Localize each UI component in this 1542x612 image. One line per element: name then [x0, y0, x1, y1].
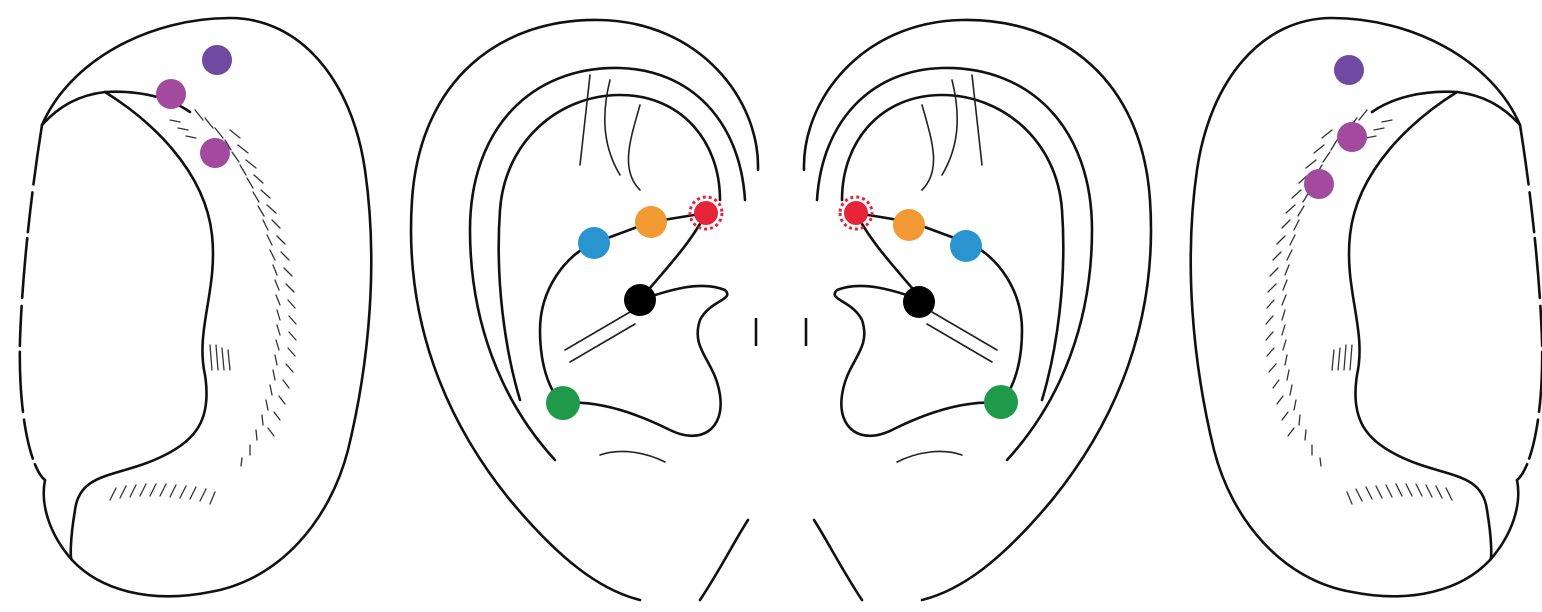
anterior-ear-intertragic [927, 312, 997, 362]
marker-purple-light [156, 79, 186, 109]
marker-purple-light [200, 138, 230, 168]
center-marks [756, 318, 806, 346]
anterior-ear-lobule-line [600, 451, 665, 462]
marker-red-star [840, 197, 872, 229]
left-posterior-ear [20, 18, 371, 596]
marker-purple-dark [1334, 55, 1364, 85]
marker-red-star [690, 197, 722, 229]
marker-blue [578, 227, 610, 259]
posterior-ear-rim-line [1372, 92, 1520, 125]
left-anterior-ear [411, 20, 758, 600]
anterior-ear-lobule-line [897, 451, 962, 462]
anterior-ear-crura [922, 75, 982, 190]
right-posterior-ear [1191, 18, 1542, 596]
anterior-ear-inner-helix [817, 68, 1092, 460]
anterior-ear-inner-helix [470, 68, 745, 460]
marker-green [546, 386, 580, 420]
posterior-ear-left-edge [1517, 125, 1542, 480]
posterior-ear-inner-curve [1349, 92, 1491, 560]
posterior-ear-hatching [110, 110, 296, 504]
anterior-ear-intertragic [565, 312, 635, 362]
marker-purple-light [1304, 169, 1334, 199]
marker-orange [893, 209, 925, 241]
marker-purple-dark [202, 45, 232, 75]
posterior-ear-hatching [1266, 110, 1452, 504]
marker-black [624, 284, 656, 316]
marker-orange [635, 206, 667, 238]
marker-blue [950, 230, 982, 262]
posterior-ear-inner-curve [71, 92, 213, 560]
marker-black [903, 286, 935, 318]
right-anterior-ear [804, 20, 1151, 600]
posterior-ear-left-edge [20, 125, 45, 480]
anterior-ear-crura [580, 75, 640, 190]
marker-purple-light [1337, 122, 1367, 152]
marker-green [984, 385, 1018, 419]
